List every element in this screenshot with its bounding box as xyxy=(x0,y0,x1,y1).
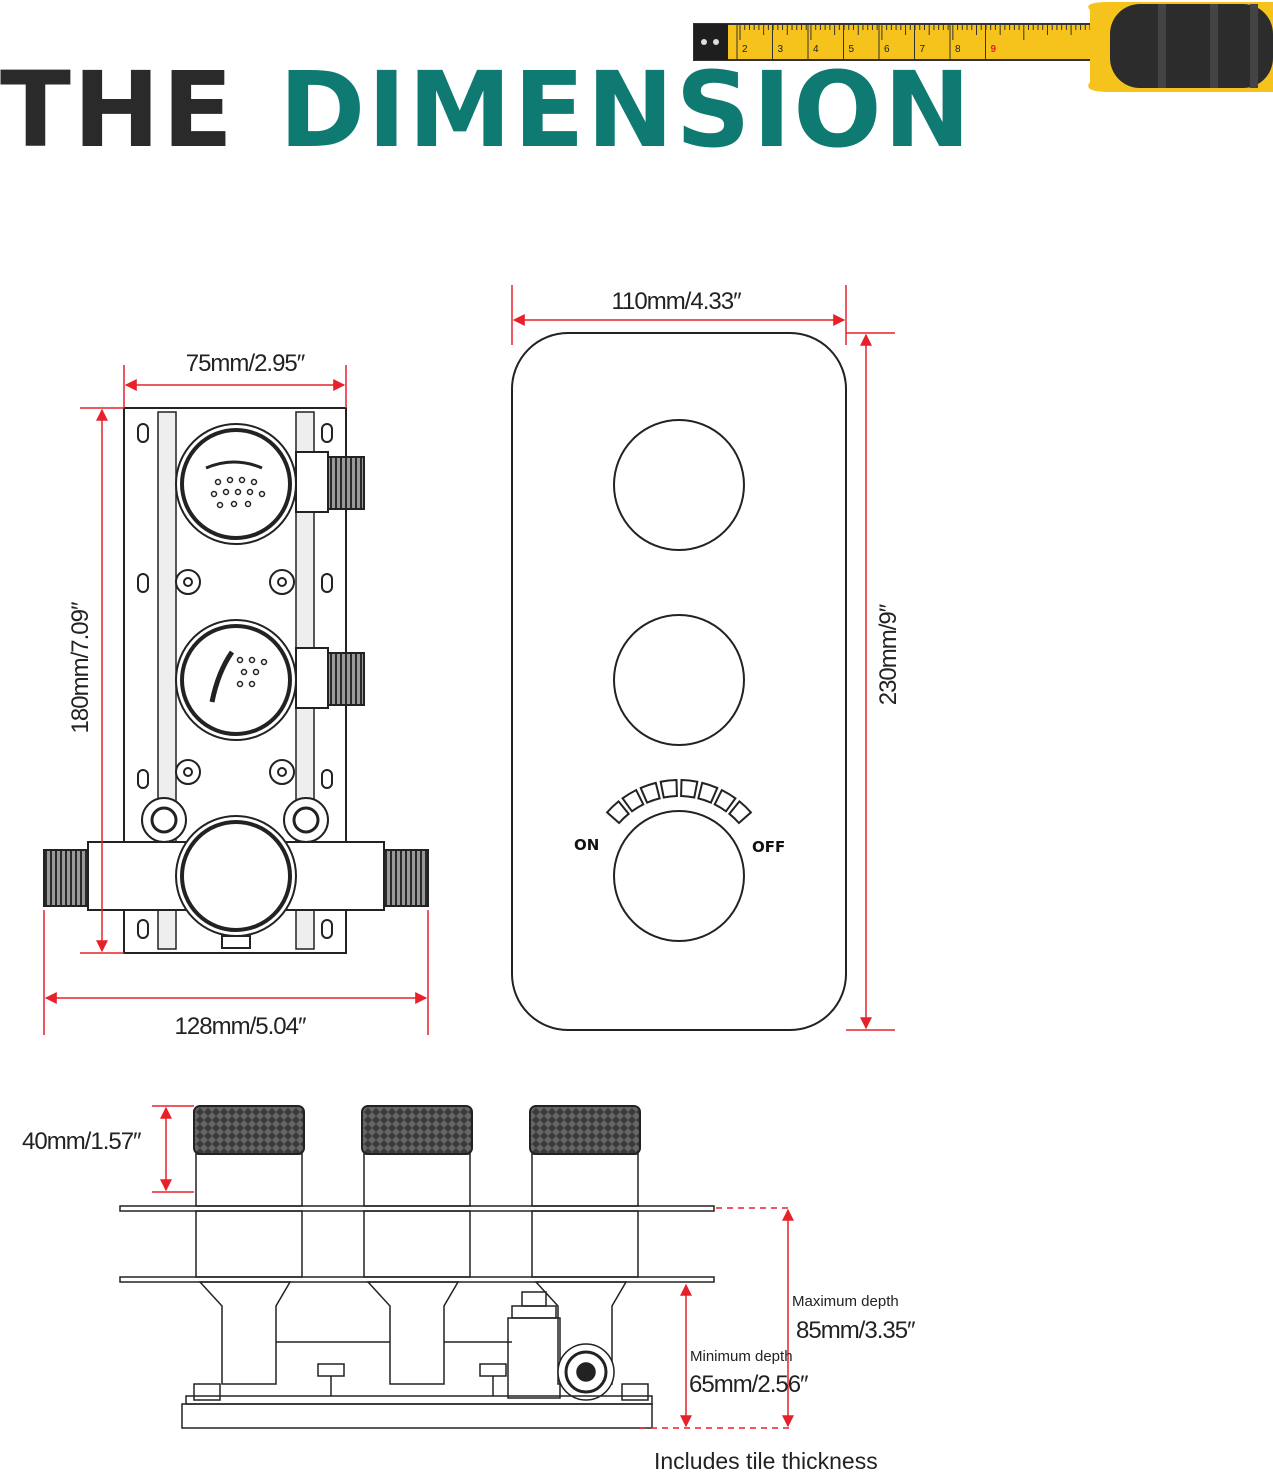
temperature-scale-segment xyxy=(713,788,737,813)
valve-height-label: 180mm/7.09″ xyxy=(67,601,94,733)
tile-thickness-note: Includes tile thickness xyxy=(654,1448,878,1474)
tape-number: 8 xyxy=(955,44,961,55)
overhead-shower-icon xyxy=(205,460,266,509)
knob-height-label: 40mm/1.57″ xyxy=(22,1128,142,1155)
side-view-dimension-lines xyxy=(152,1105,794,1429)
maximum-depth-value: 85mm/3.35″ xyxy=(796,1317,916,1344)
tape-number: 4 xyxy=(813,44,819,55)
minimum-depth-label: Minimum depth xyxy=(690,1348,793,1365)
valve-top-width-label: 75mm/2.95″ xyxy=(186,350,306,377)
temperature-scale-segment xyxy=(727,799,753,825)
temperature-scale-segment xyxy=(639,781,661,804)
plate-dimension-lines xyxy=(511,285,895,1031)
hand-shower-icon xyxy=(209,650,268,703)
title-word-dimension: DIMENSION xyxy=(279,49,973,171)
off-label: OFF xyxy=(752,838,785,856)
tape-measure-icon: 2 3 4 5 6 7 8 9 xyxy=(693,2,1273,92)
title-word-the: THE xyxy=(0,49,236,171)
valve-total-width-label: 128mm/5.04″ xyxy=(175,1013,307,1040)
temperature-scale-segment xyxy=(605,799,631,825)
valve-body-drawing xyxy=(43,407,429,954)
tape-ticks xyxy=(736,24,1091,60)
temperature-scale xyxy=(605,779,753,825)
tape-number: 9 xyxy=(991,44,997,55)
minimum-depth-value: 65mm/2.56″ xyxy=(689,1371,809,1398)
cover-plate-drawing xyxy=(511,332,847,1031)
tape-number: 2 xyxy=(742,44,748,55)
maximum-depth-label: Maximum depth xyxy=(792,1293,899,1310)
tape-number: 3 xyxy=(778,44,784,55)
tape-number: 5 xyxy=(849,44,855,55)
on-label: ON xyxy=(574,836,599,854)
valve-body-dimension-lines xyxy=(43,365,429,1035)
tape-numbers: 2 3 4 5 6 7 8 9 xyxy=(742,44,997,55)
temperature-scale-segment xyxy=(697,781,719,804)
plate-height-label: 230mm/9″ xyxy=(875,603,902,705)
temperature-scale-segment xyxy=(659,779,678,799)
temperature-scale-segment xyxy=(680,779,699,799)
side-view-drawing xyxy=(119,1105,715,1429)
tape-number: 6 xyxy=(884,44,890,55)
plate-width-label: 110mm/4.33″ xyxy=(611,288,742,315)
temperature-scale-segment xyxy=(621,788,645,813)
tape-number: 7 xyxy=(920,44,926,55)
